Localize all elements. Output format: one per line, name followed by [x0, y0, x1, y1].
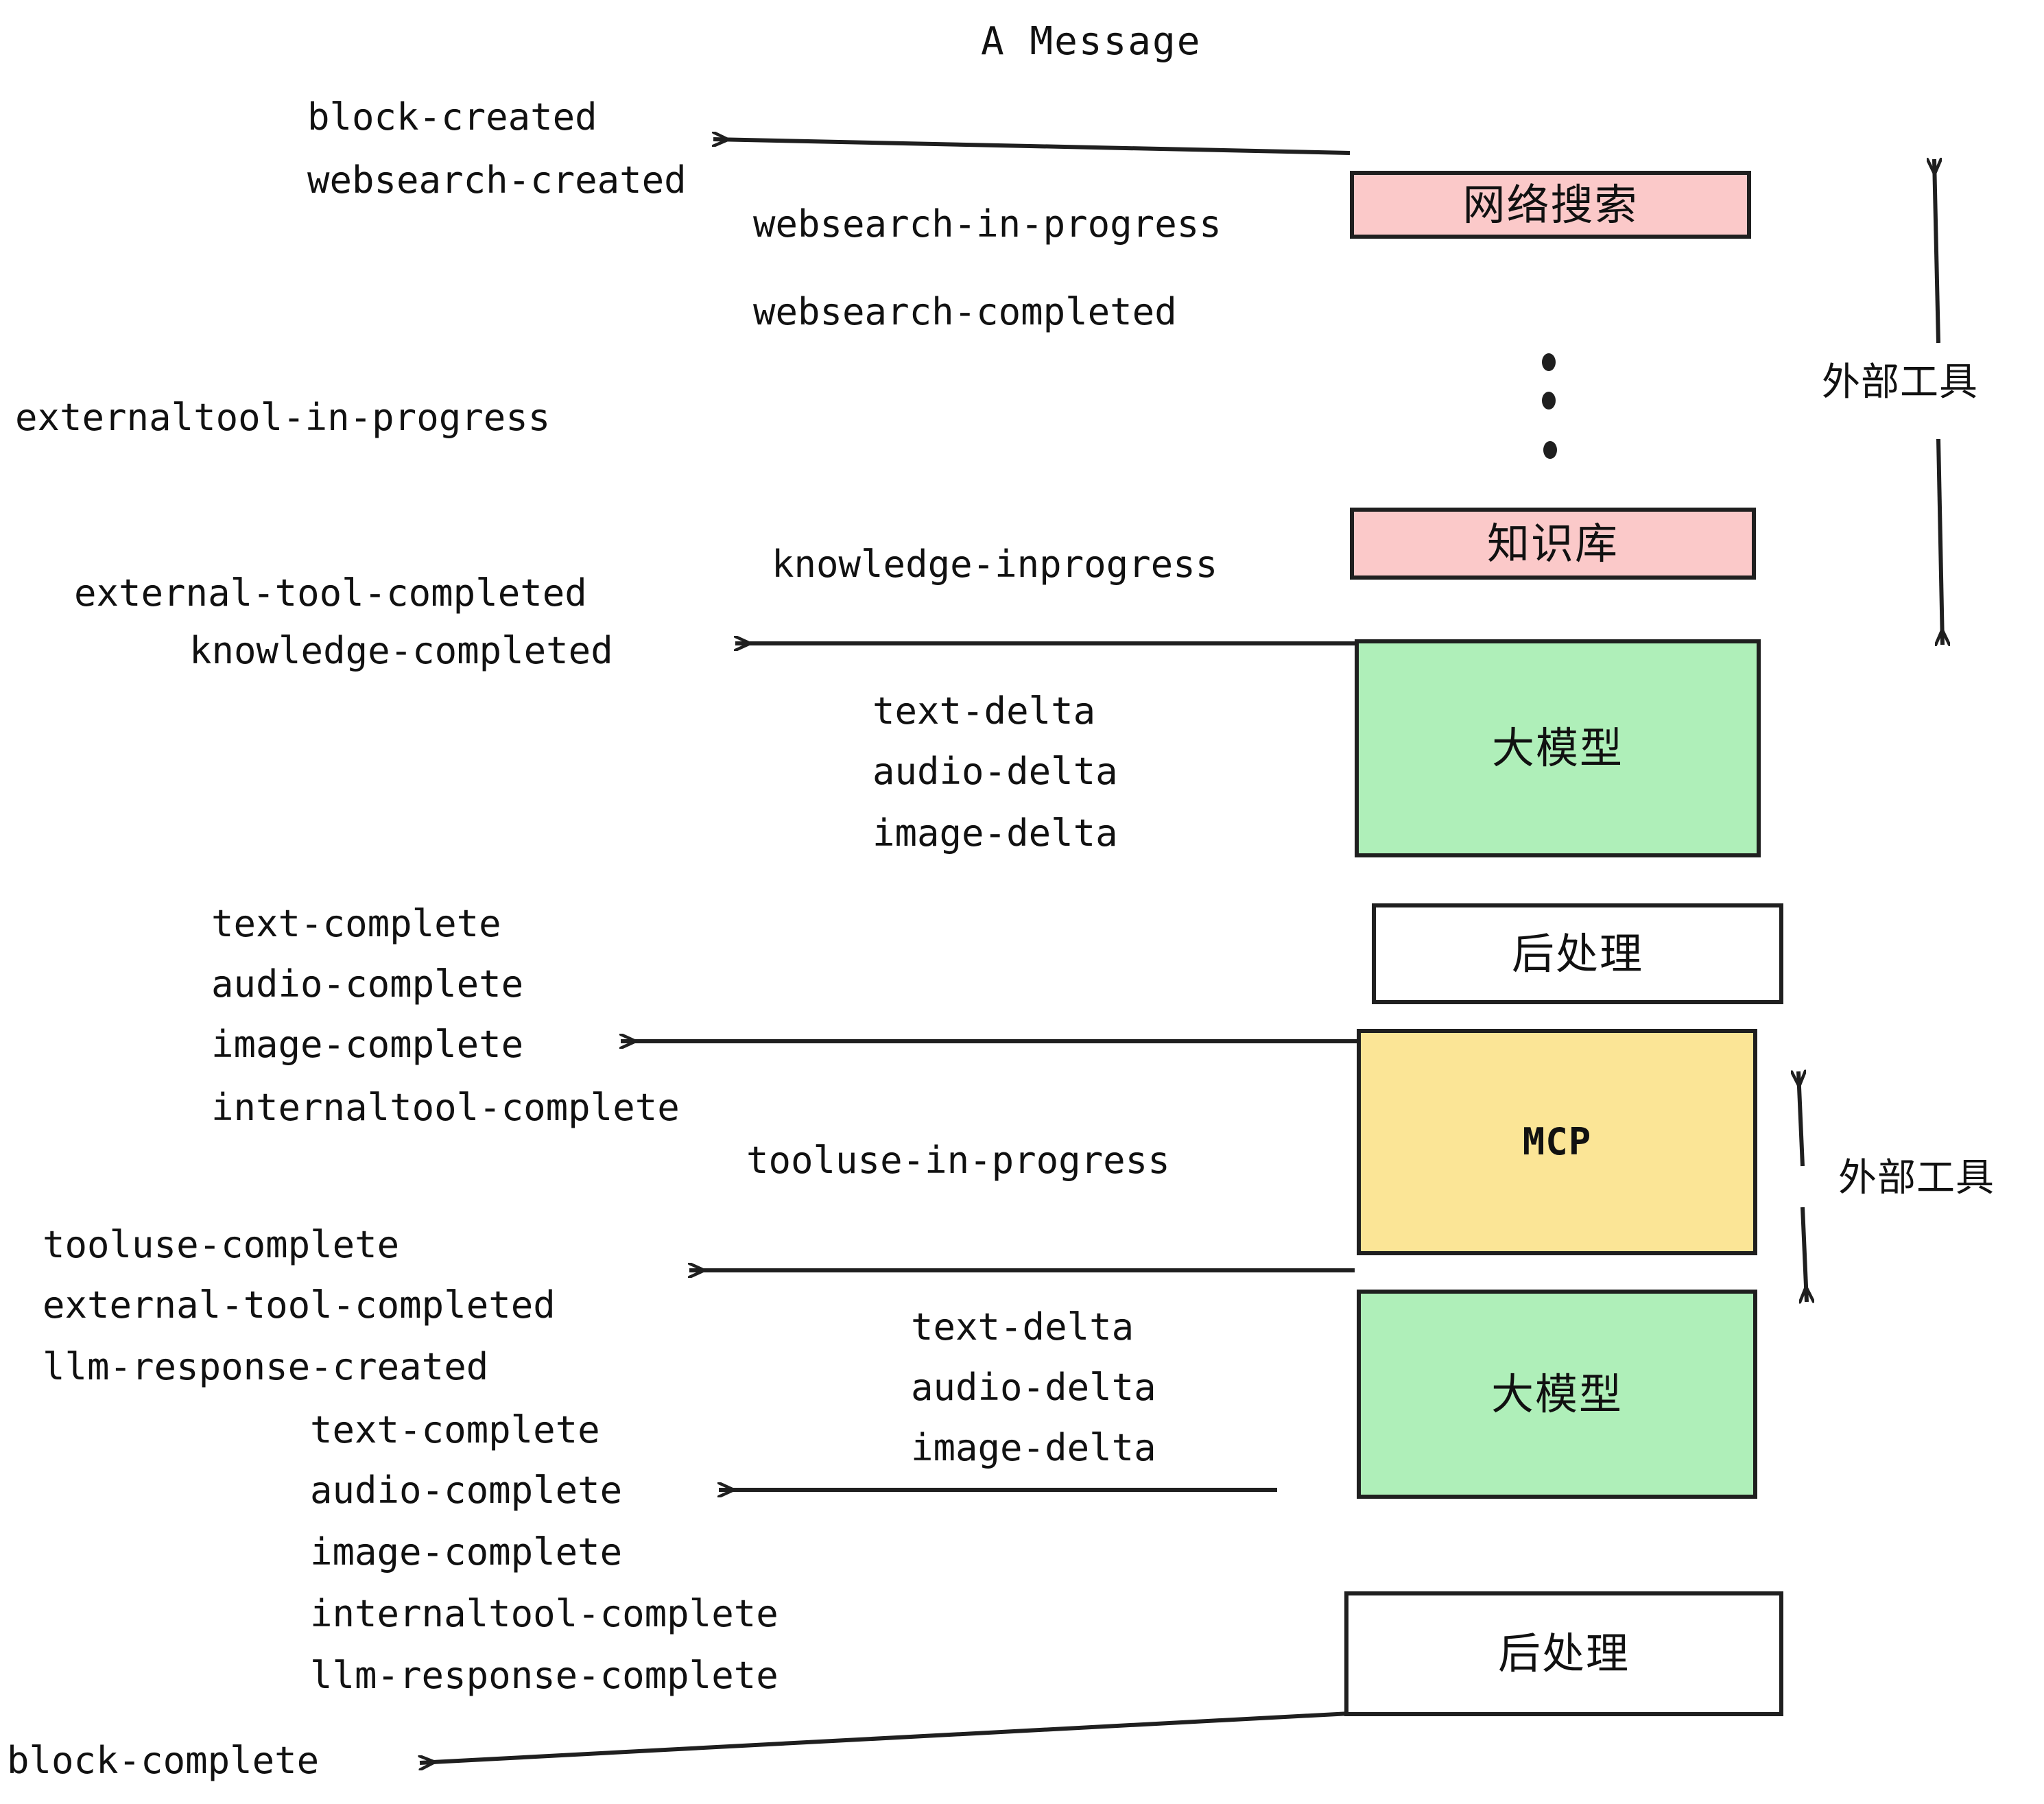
event-llm-response-created: llm-response-created [43, 1345, 489, 1388]
event-internaltool-complete-2: internaltool-complete [310, 1592, 779, 1635]
node-knowledge-base-label: 知识库 [1486, 518, 1619, 569]
event-text-complete-1: text-complete [211, 902, 501, 945]
event-external-tool-completed-1: external-tool-completed [74, 571, 587, 615]
event-text-delta-2: text-delta [911, 1305, 1134, 1349]
event-knowledge-inprogress: knowledge-inprogress [772, 543, 1218, 586]
arrow-postprocess2-to-block-complete [420, 1711, 1351, 1763]
node-web-search-label: 网络搜索 [1462, 179, 1639, 230]
event-block-created: block-created [307, 95, 597, 139]
event-tooluse-in-progress: tooluse-in-progress [746, 1139, 1170, 1182]
ellipsis-dot-3 [1543, 441, 1557, 459]
external-tool-arrow-up-bottom [1798, 1071, 1803, 1167]
event-externaltool-in-progress: externaltool-in-progress [15, 396, 551, 439]
node-llm-first-label: 大模型 [1491, 723, 1624, 773]
ellipsis-dot-1 [1542, 353, 1556, 371]
event-audio-delta-2: audio-delta [911, 1366, 1156, 1409]
node-llm-second[interactable]: 大模型 [1357, 1290, 1757, 1499]
node-postprocess-first[interactable]: 后处理 [1372, 903, 1783, 1004]
event-websearch-created: websearch-created [307, 158, 687, 202]
event-tooluse-complete: tooluse-complete [43, 1223, 400, 1266]
external-tool-arrow-down-top [1938, 438, 1942, 645]
event-image-delta-2: image-delta [911, 1426, 1156, 1469]
node-web-search[interactable]: 网络搜索 [1350, 171, 1751, 239]
event-block-complete: block-complete [7, 1739, 320, 1782]
external-tool-label-bottom: 外部工具 [1838, 1156, 1995, 1200]
node-postprocess-second[interactable]: 后处理 [1344, 1591, 1783, 1716]
node-postprocess-first-label: 后处理 [1511, 928, 1643, 979]
node-llm-first[interactable]: 大模型 [1355, 639, 1761, 857]
diagram-title: A Message [981, 19, 1202, 64]
external-tool-arrow-down-bottom [1803, 1207, 1807, 1302]
event-text-complete-2: text-complete [310, 1408, 600, 1451]
event-audio-complete-2: audio-complete [310, 1469, 623, 1512]
event-text-delta-1: text-delta [872, 689, 1096, 733]
event-image-complete-1: image-complete [211, 1023, 524, 1066]
event-audio-delta-1: audio-delta [872, 750, 1118, 793]
node-llm-second-label: 大模型 [1490, 1368, 1623, 1419]
event-knowledge-completed: knowledge-completed [189, 629, 613, 672]
event-llm-response-complete: llm-response-complete [310, 1654, 779, 1697]
event-image-delta-1: image-delta [872, 811, 1118, 855]
event-internaltool-complete-1: internaltool-complete [211, 1086, 680, 1129]
event-websearch-in-progress: websearch-in-progress [753, 202, 1222, 246]
ellipsis-dot-2 [1542, 392, 1556, 410]
event-image-complete-2: image-complete [310, 1530, 623, 1574]
node-mcp-label: MCP [1522, 1120, 1592, 1163]
event-external-tool-completed-2: external-tool-completed [43, 1283, 556, 1327]
node-postprocess-second-label: 后处理 [1497, 1628, 1630, 1678]
external-tool-arrow-up-top [1934, 159, 1938, 344]
node-knowledge-base[interactable]: 知识库 [1350, 508, 1756, 580]
external-tool-label-top: 外部工具 [1822, 360, 1978, 405]
event-audio-complete-1: audio-complete [211, 962, 524, 1006]
event-websearch-completed: websearch-completed [753, 290, 1177, 333]
node-mcp[interactable]: MCP [1357, 1029, 1757, 1255]
arrow-websearch-to-block-created [713, 139, 1351, 155]
